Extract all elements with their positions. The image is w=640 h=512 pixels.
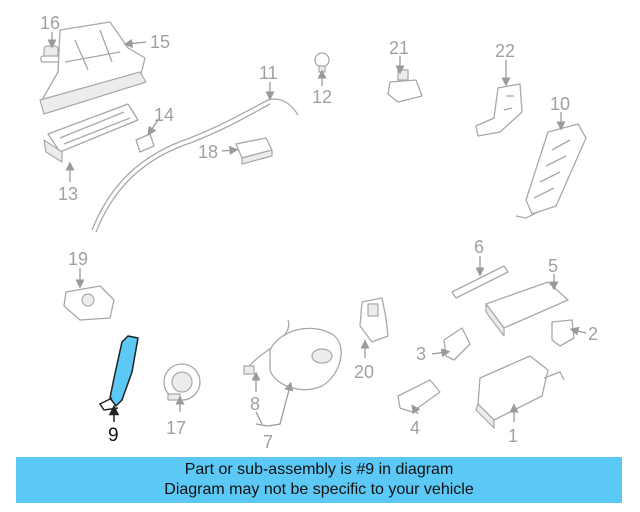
part-11-curtain-airbag bbox=[91, 98, 299, 233]
part-17-clock-spring bbox=[163, 363, 201, 401]
callout-10: 10 bbox=[550, 94, 570, 114]
callout-18: 18 bbox=[198, 142, 218, 162]
callout-8: 8 bbox=[250, 394, 260, 414]
part-19-bracket bbox=[63, 285, 115, 321]
banner-line-2: Diagram may not be specific to your vehi… bbox=[164, 481, 474, 498]
part-5-housing bbox=[485, 281, 569, 337]
callout-4: 4 bbox=[410, 418, 420, 438]
part-20-sensor bbox=[359, 297, 389, 343]
callout-9: 9 bbox=[108, 425, 119, 446]
callout-20: 20 bbox=[354, 362, 374, 382]
part-14-clip bbox=[135, 133, 155, 153]
part-18-module bbox=[235, 137, 273, 165]
callout-19: 19 bbox=[68, 249, 88, 269]
callout-13: 13 bbox=[58, 184, 78, 204]
callout-6: 6 bbox=[474, 237, 484, 257]
part-13-rail bbox=[43, 103, 139, 163]
callout-7: 7 bbox=[263, 432, 273, 452]
part-7-steering-airbag bbox=[269, 327, 342, 391]
callout-12: 12 bbox=[312, 87, 332, 107]
banner-line-1: Part or sub-assembly is #9 in diagram bbox=[184, 461, 454, 478]
part-3-bracket bbox=[443, 327, 471, 361]
leader-lines bbox=[47, 32, 587, 427]
part-1-inflator bbox=[475, 355, 565, 429]
part-10-airbag bbox=[515, 123, 587, 219]
callout-11: 11 bbox=[259, 63, 278, 83]
part-15-bracket bbox=[39, 21, 147, 115]
callout-15: 15 bbox=[150, 32, 170, 52]
info-banner: Part or sub-assembly is #9 in diagram Di… bbox=[16, 457, 622, 503]
callout-22: 22 bbox=[495, 41, 515, 61]
part-6-strap bbox=[451, 265, 509, 299]
part-9-pillar-trim bbox=[98, 335, 139, 411]
part-12-sensor bbox=[314, 52, 330, 73]
part-2-bracket bbox=[551, 319, 575, 347]
parts-diagram: 16 15 14 13 11 12 18 21 22 10 19 6 5 2 3… bbox=[39, 13, 598, 452]
callout-21: 21 bbox=[389, 38, 409, 58]
part-21-sensor bbox=[387, 69, 423, 103]
callout-16: 16 bbox=[40, 13, 60, 33]
callout-labels: 16 15 14 13 11 12 18 21 22 10 19 6 5 2 3… bbox=[40, 13, 598, 452]
callout-1: 1 bbox=[508, 426, 518, 446]
callout-5: 5 bbox=[548, 256, 558, 276]
part-4-bracket bbox=[397, 379, 441, 413]
part-22-bracket bbox=[475, 83, 523, 137]
callout-14: 14 bbox=[154, 105, 174, 125]
callout-2: 2 bbox=[588, 324, 598, 344]
callout-3: 3 bbox=[416, 344, 426, 364]
callout-17: 17 bbox=[166, 418, 186, 438]
